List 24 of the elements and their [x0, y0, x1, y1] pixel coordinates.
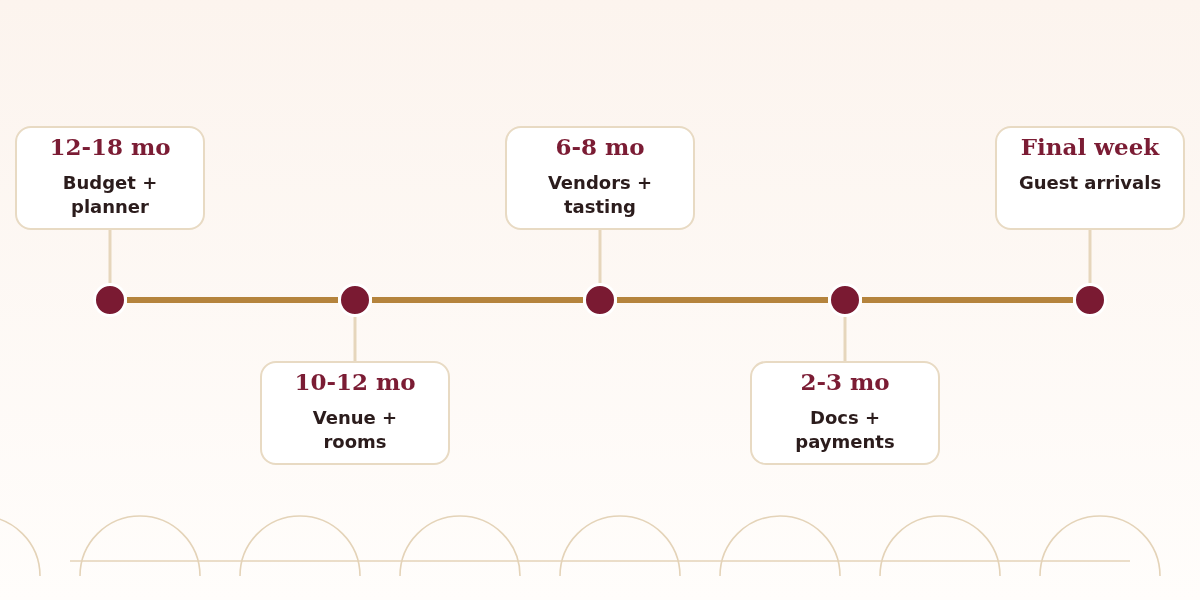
leader-line: [108, 230, 112, 283]
milestone-card: [505, 126, 695, 230]
time-range-heading: 6-8 mo: [555, 132, 645, 162]
milestone-text: Vendors + tasting: [546, 171, 654, 219]
timeline-bar: [127, 297, 338, 303]
milestone-card: [15, 126, 205, 230]
milestone-card: [995, 126, 1185, 230]
time-range-heading: 12-18 mo: [49, 132, 171, 162]
timeline-bar: [617, 297, 828, 303]
leader-line: [1088, 230, 1092, 283]
milestone-text: Venue + rooms: [311, 406, 399, 454]
timeline-bar: [862, 297, 1073, 303]
leader-line: [843, 317, 847, 361]
time-range-heading: 2-3 mo: [800, 367, 890, 397]
milestone-text: Guest arrivals: [1017, 171, 1163, 195]
milestone-card: [750, 361, 940, 465]
timeline-bar: [372, 297, 583, 303]
milestone-card: [260, 361, 450, 465]
milestone-text: Docs + payments: [794, 406, 896, 454]
time-range-heading: 10-12 mo: [294, 367, 416, 397]
leader-line: [598, 230, 602, 283]
time-range-heading: Final week: [1020, 132, 1160, 162]
leader-line: [353, 317, 357, 361]
milestone-text: Budget + planner: [61, 171, 159, 219]
